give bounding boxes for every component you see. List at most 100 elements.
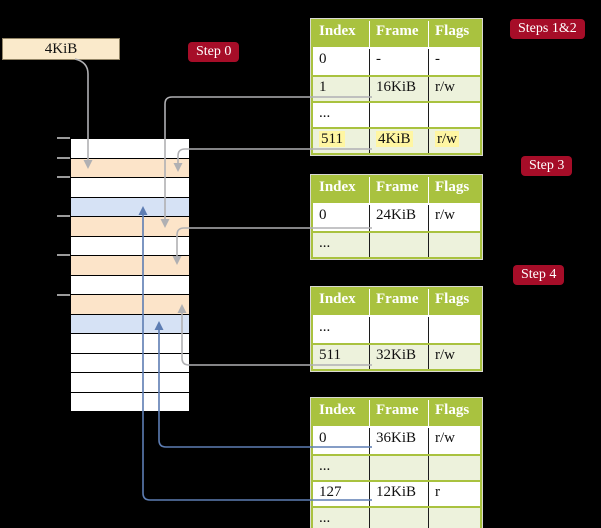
table-row: ... bbox=[313, 454, 480, 480]
cell-value: 4KiB bbox=[376, 131, 413, 147]
table-cell: ... bbox=[313, 508, 369, 528]
table-cell bbox=[369, 233, 428, 257]
memory-frame-row-5 bbox=[71, 235, 189, 255]
cell-value: ... bbox=[319, 510, 331, 526]
column-header-index: Index bbox=[319, 291, 356, 307]
table-cell bbox=[369, 456, 428, 480]
table-row: ... bbox=[313, 506, 480, 528]
table-cell: r bbox=[428, 482, 480, 506]
cell-value: 36KiB bbox=[376, 430, 417, 446]
memory-frame-row-9 bbox=[71, 313, 189, 333]
address-tick bbox=[57, 156, 70, 159]
table-cell bbox=[428, 456, 480, 480]
cell-value: r bbox=[435, 484, 440, 500]
table-cell bbox=[428, 317, 480, 343]
table-cell: r/w bbox=[428, 428, 480, 454]
table-cell: 12KiB bbox=[369, 482, 428, 506]
page-size-label: 4KiB bbox=[44, 40, 78, 57]
column-header-index: Index bbox=[319, 23, 356, 39]
table-cell: r/w bbox=[428, 345, 480, 369]
table-cell: 0 bbox=[313, 428, 369, 454]
table-cell bbox=[369, 103, 428, 127]
column-header-frame: Frame bbox=[369, 177, 428, 203]
table-cell bbox=[369, 508, 428, 528]
memory-frame-row-4 bbox=[71, 216, 189, 236]
cell-value: 0 bbox=[319, 51, 327, 67]
table-row: 511 4KiB r/w bbox=[313, 127, 480, 153]
cell-value: ... bbox=[319, 458, 331, 474]
table-row: ... bbox=[313, 101, 480, 127]
cell-value: 511 bbox=[319, 131, 345, 147]
cell-value: r/w bbox=[435, 131, 459, 147]
table-cell: - bbox=[428, 49, 480, 75]
cell-value: 0 bbox=[319, 207, 327, 223]
badge-step-0: Step 0 bbox=[188, 42, 240, 62]
table-cell: 16KiB bbox=[369, 77, 428, 101]
table-cell: 1 bbox=[313, 77, 369, 101]
address-tick bbox=[57, 293, 70, 296]
table-cell: ... bbox=[313, 317, 369, 343]
cell-value: 511 bbox=[319, 347, 341, 363]
address-tick bbox=[57, 176, 70, 179]
memory-frame-row-1 bbox=[71, 157, 189, 177]
table-cell: 0 bbox=[313, 49, 369, 75]
cell-value: - bbox=[376, 51, 381, 67]
table-cell bbox=[428, 508, 480, 528]
cell-value: ... bbox=[319, 319, 331, 335]
column-header-index: Index bbox=[319, 402, 356, 418]
table-cell: 24KiB bbox=[369, 205, 428, 231]
table-row: 0 24KiB r/w bbox=[313, 205, 480, 231]
table-cell: 4KiB bbox=[369, 129, 428, 153]
table-row: 1 16KiB r/w bbox=[313, 75, 480, 101]
table-cell: 0 bbox=[313, 205, 369, 231]
column-header-flags: Flags bbox=[428, 177, 480, 203]
cell-value: 0 bbox=[319, 430, 327, 446]
memory-frame-row-2 bbox=[71, 177, 189, 197]
column-header-frame: Frame bbox=[369, 289, 428, 315]
cell-value: ... bbox=[319, 105, 331, 121]
memory-frame-row-7 bbox=[71, 274, 189, 294]
cell-value: ... bbox=[319, 235, 331, 251]
table-cell: 32KiB bbox=[369, 345, 428, 369]
address-tick bbox=[57, 254, 70, 257]
memory-frame-row-13 bbox=[71, 391, 189, 411]
table-cell: r/w bbox=[428, 77, 480, 101]
table-cell: - bbox=[369, 49, 428, 75]
column-header-frame: Frame bbox=[369, 21, 428, 47]
table-row: 0 36KiB r/w bbox=[313, 428, 480, 454]
table-row: ... bbox=[313, 231, 480, 257]
table-cell: r/w bbox=[428, 129, 480, 153]
address-tick bbox=[57, 137, 70, 139]
table-row: 0 - - bbox=[313, 49, 480, 75]
table-cell: ... bbox=[313, 103, 369, 127]
memory-frame-row-6 bbox=[71, 255, 189, 275]
badge-step-3: Step 3 bbox=[521, 156, 573, 176]
badge-steps-1-2: Steps 1&2 bbox=[510, 19, 585, 39]
table-cell: 511 bbox=[313, 345, 369, 369]
table-cell bbox=[369, 317, 428, 343]
memory-frame-row-11 bbox=[71, 352, 189, 372]
table-cell: r/w bbox=[428, 205, 480, 231]
physical-memory-strip bbox=[70, 138, 190, 412]
cell-value: r/w bbox=[435, 430, 455, 446]
column-header-flags: Flags bbox=[428, 21, 480, 47]
table-row: ... bbox=[313, 317, 480, 343]
cell-value: 16KiB bbox=[376, 79, 417, 95]
memory-frame-row-0 bbox=[71, 139, 189, 158]
table-cell: 127 bbox=[313, 482, 369, 506]
table-cell: 511 bbox=[313, 129, 369, 153]
column-header-flags: Flags bbox=[428, 400, 480, 426]
cell-value: r/w bbox=[435, 207, 455, 223]
table-cell: ... bbox=[313, 233, 369, 257]
memory-frame-row-10 bbox=[71, 333, 189, 353]
memory-frame-row-12 bbox=[71, 372, 189, 392]
